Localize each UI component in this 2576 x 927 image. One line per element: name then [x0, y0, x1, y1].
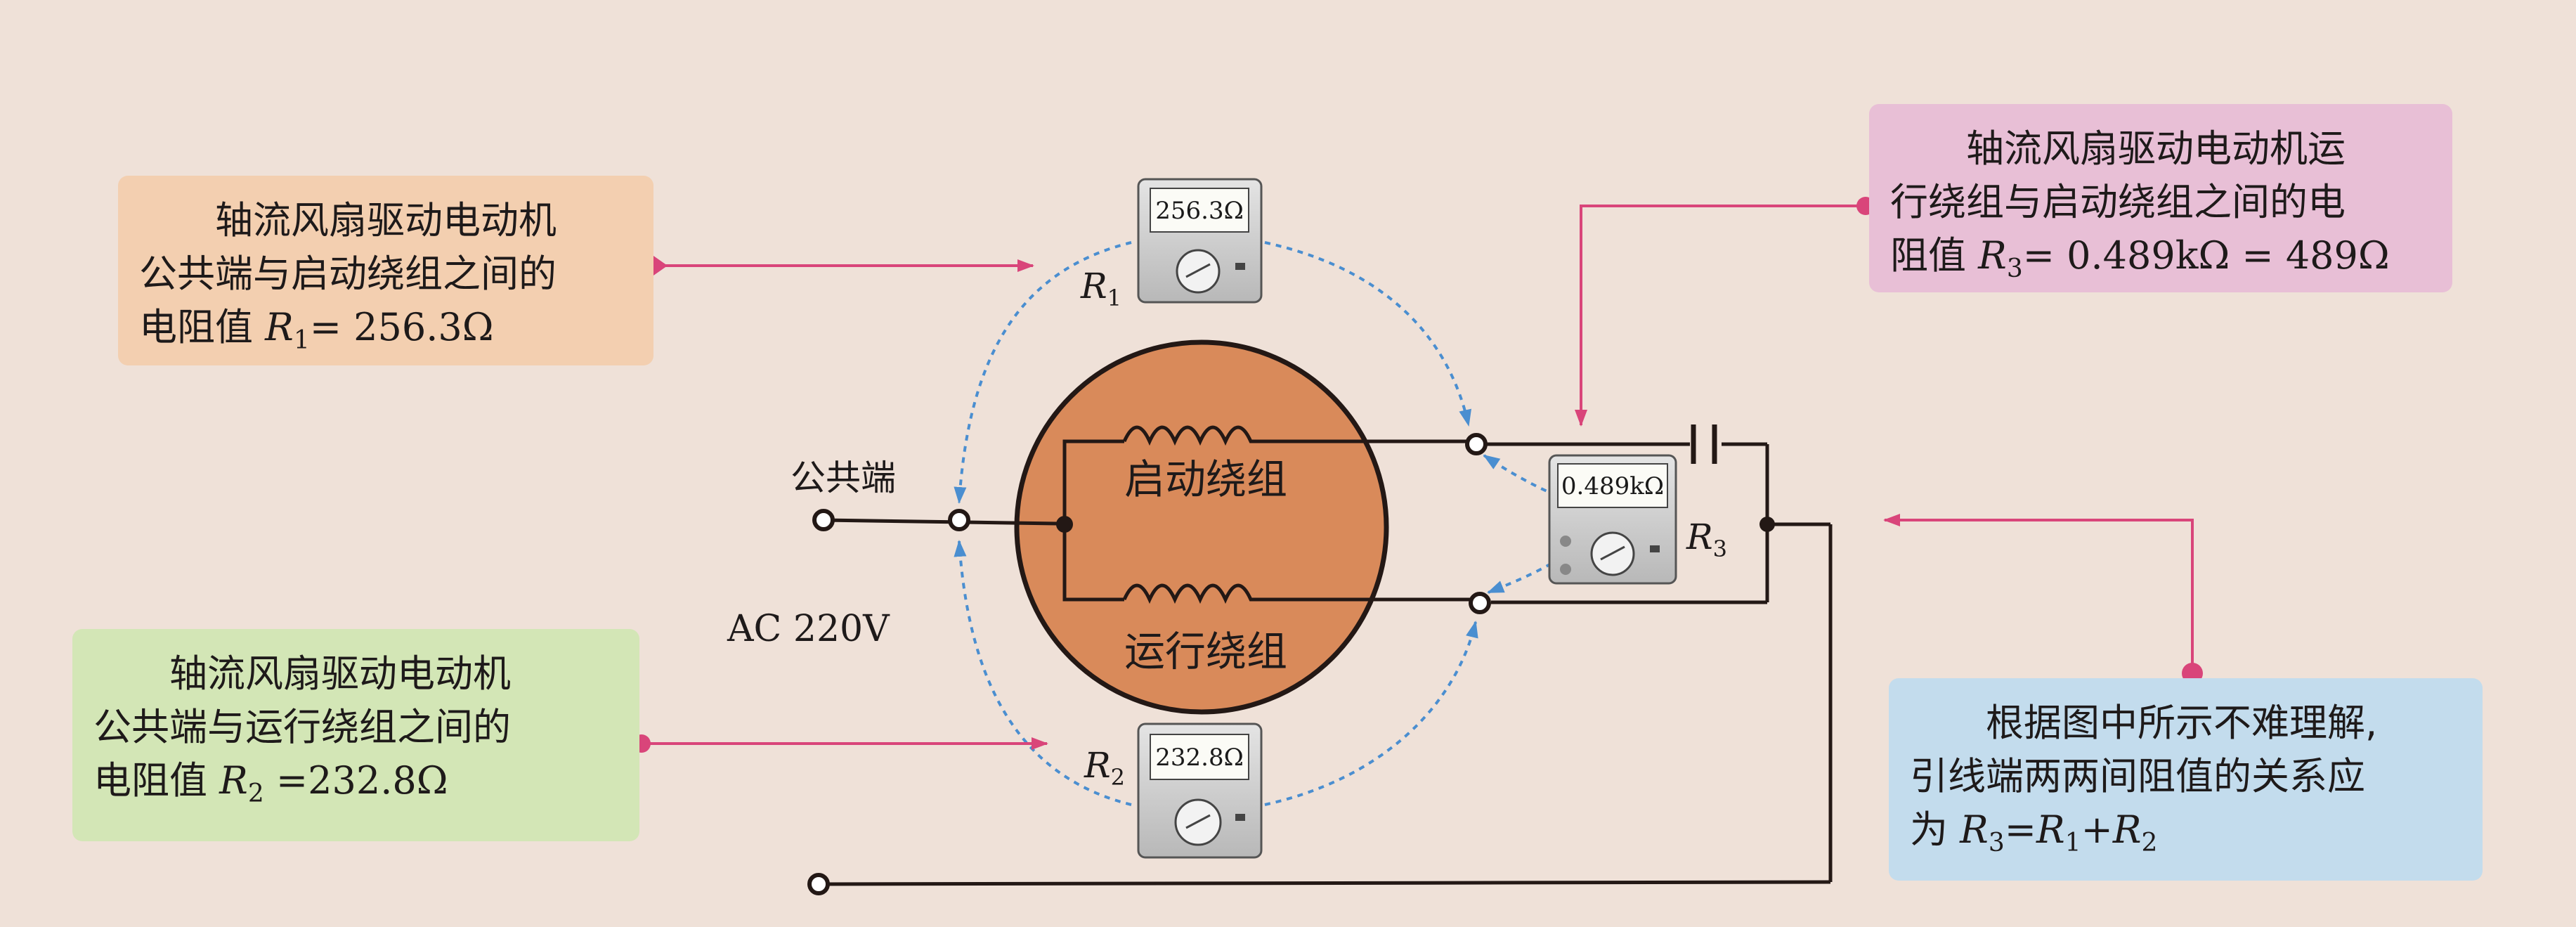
- multimeter-r3: [1548, 454, 1677, 585]
- multimeter-r2: [1137, 722, 1263, 859]
- meter-r3-display: 0.489kΩ: [1561, 472, 1665, 500]
- multimeter-r1: [1137, 178, 1263, 304]
- callout-r2-line2: 公共端与运行绕组之间的: [93, 705, 511, 749]
- common-terminal: [948, 509, 970, 531]
- pointer-tip-r1: [653, 256, 668, 275]
- callout-r3-line3: 阻值 R3= 0.489kΩ = 489Ω: [1890, 233, 2390, 283]
- run-winding-label: 运行绕组: [1124, 628, 1288, 675]
- junction-dot-right: [1759, 517, 1775, 532]
- callout-relation-line3: 为 R3=R1+R2: [1910, 808, 2158, 857]
- callout-r1-line2: 公共端与启动绕组之间的: [139, 252, 557, 296]
- start-terminal: [1465, 433, 1488, 455]
- common-terminal-label: 公共端: [791, 458, 896, 498]
- supply-terminal-top: [812, 509, 835, 531]
- motor-junction-dot: [1056, 516, 1073, 533]
- capacitor-icon: [1691, 424, 1717, 464]
- start-winding-label: 启动绕组: [1124, 455, 1288, 503]
- callout-relation: 根据图中所示不难理解, 引线端两两间阻值的关系应 为 R3=R1+R2: [1889, 678, 2483, 881]
- callout-r2: 轴流风扇驱动电动机 公共端与运行绕组之间的 电阻值 R2 =232.8Ω: [72, 629, 639, 841]
- meter-r1-display: 256.3Ω: [1155, 197, 1244, 225]
- meter-r1-label: R1: [1081, 266, 1122, 311]
- callout-r3-line1: 轴流风扇驱动电动机运: [1966, 127, 2346, 171]
- motor-body: [1014, 339, 1389, 715]
- motor-internal-wiring: [823, 425, 1479, 604]
- supply-voltage-label: AC 220V: [727, 608, 890, 650]
- meter-r2-display: 232.8Ω: [1155, 744, 1244, 772]
- callout-relation-line1: 根据图中所示不难理解,: [1986, 701, 2378, 745]
- callout-r3: 轴流风扇驱动电动机运 行绕组与启动绕组之间的电 阻值 R3= 0.489kΩ =…: [1869, 104, 2452, 292]
- callout-r2-line1: 轴流风扇驱动电动机: [169, 652, 511, 696]
- callout-r1-line3: 电阻值 R1= 256.3Ω: [139, 305, 494, 355]
- callout-r3-line2: 行绕组与启动绕组之间的电: [1890, 180, 2346, 224]
- callout-r1: 轴流风扇驱动电动机 公共端与启动绕组之间的 电阻值 R1= 256.3Ω: [118, 176, 653, 365]
- pointer-lines: [642, 205, 2194, 750]
- supply-terminal-bottom: [807, 873, 830, 895]
- run-terminal: [1469, 592, 1491, 614]
- meter-r3-label: R3: [1686, 517, 1728, 562]
- external-wiring: [823, 442, 1833, 886]
- meter-r2-label: R2: [1084, 745, 1126, 791]
- callout-relation-line2: 引线端两两间阻值的关系应: [1910, 754, 2365, 798]
- callout-r2-line3: 电阻值 R2 =232.8Ω: [93, 758, 448, 808]
- callout-r1-line1: 轴流风扇驱动电动机: [215, 198, 557, 242]
